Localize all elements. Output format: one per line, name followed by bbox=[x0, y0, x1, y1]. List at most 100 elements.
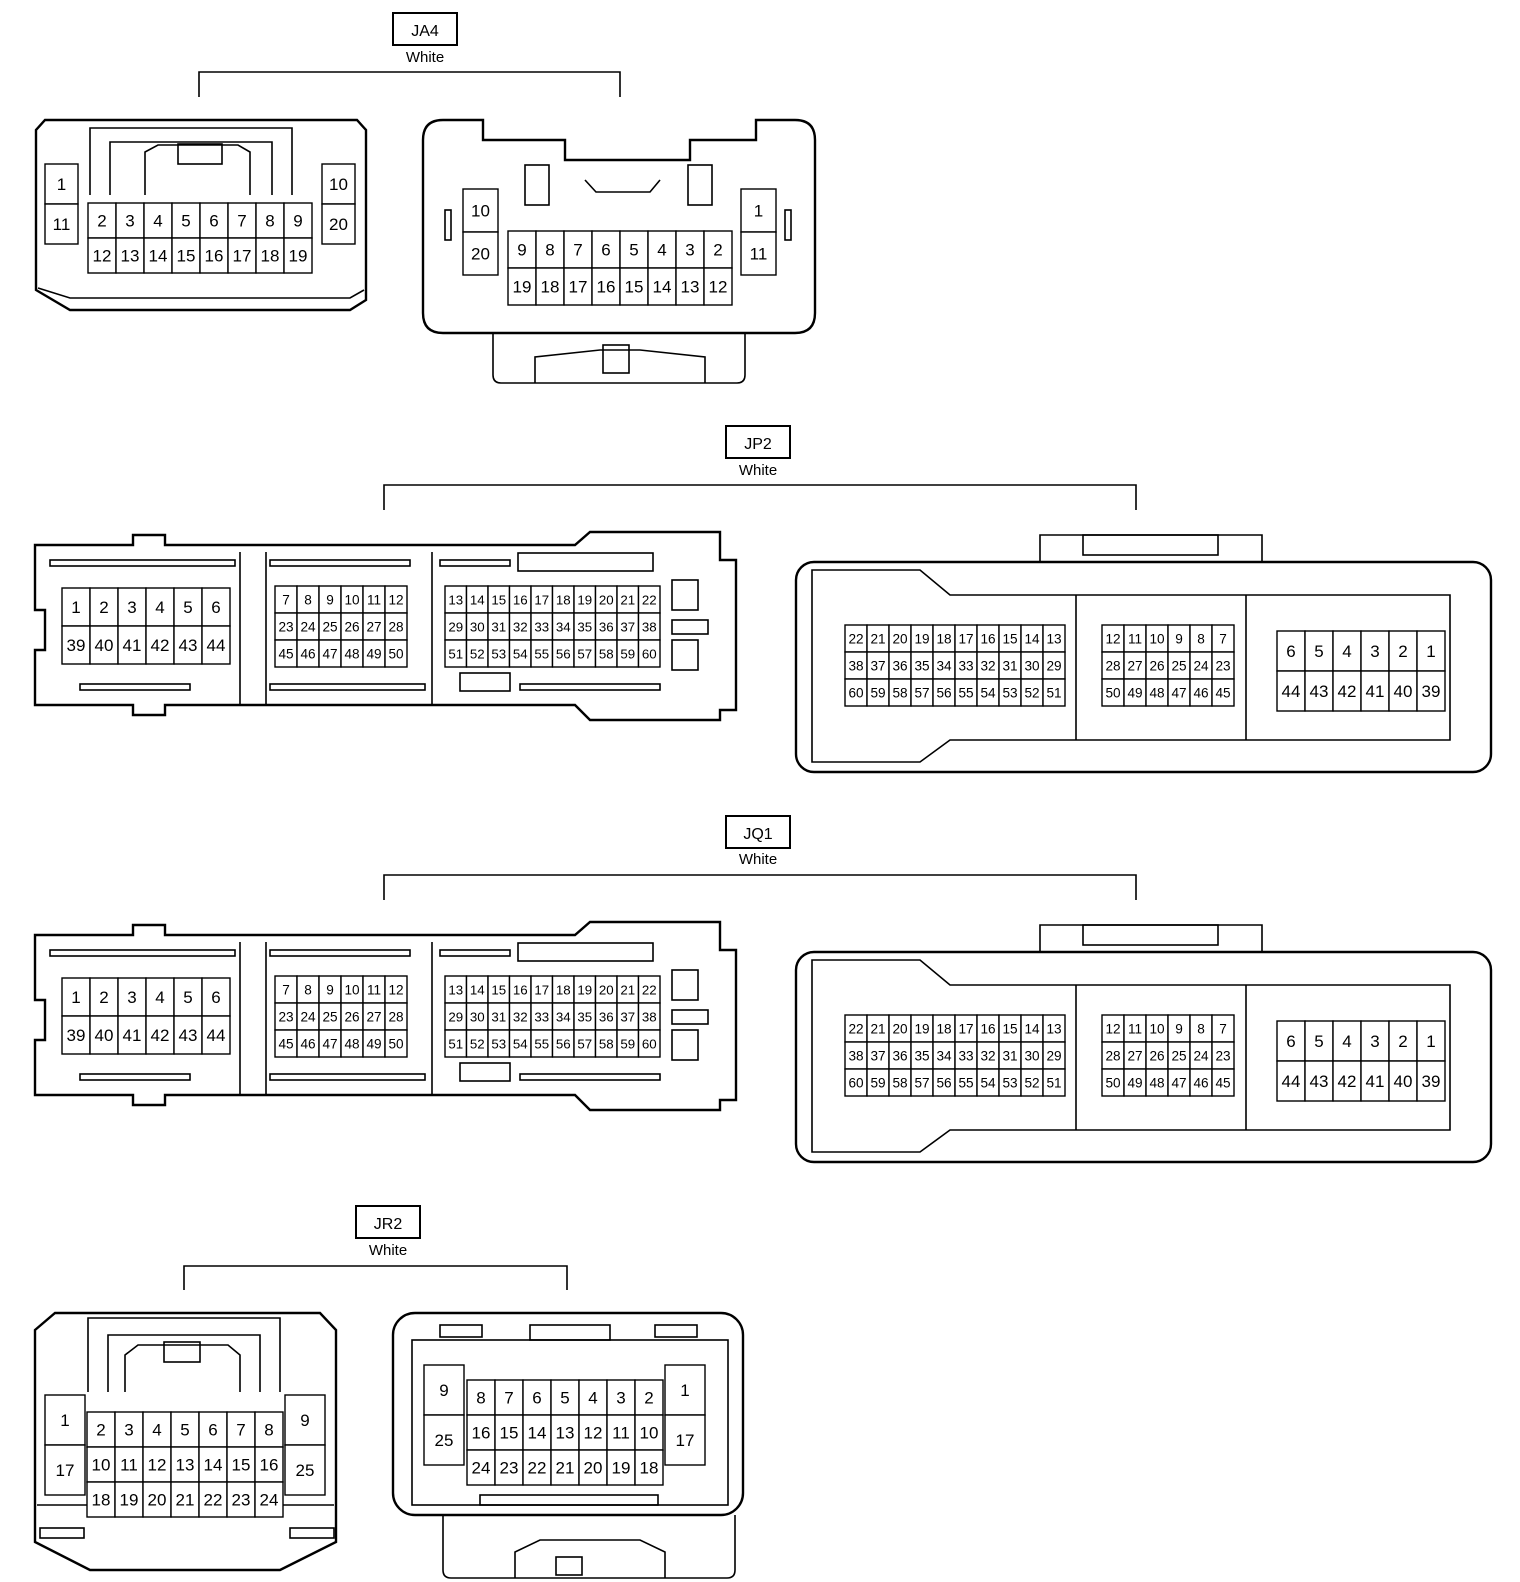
pin-number: 3 bbox=[616, 1389, 625, 1408]
pin-number: 10 bbox=[471, 202, 490, 221]
pin-number: 6 bbox=[1286, 1032, 1295, 1051]
pin-cavity bbox=[507, 230, 537, 269]
pin-number: 12 bbox=[148, 1456, 167, 1475]
pin-number: 16 bbox=[980, 1021, 995, 1036]
connector-color: White bbox=[739, 851, 777, 868]
pin-cavity bbox=[563, 230, 593, 269]
pin-number: 11 bbox=[367, 982, 381, 997]
pin-number: 51 bbox=[1046, 1075, 1061, 1090]
pin-number: 51 bbox=[1046, 685, 1061, 700]
pin-number: 22 bbox=[642, 592, 657, 607]
pin-number: 40 bbox=[1394, 682, 1413, 701]
pin-cavity bbox=[171, 202, 201, 239]
pin-cavity bbox=[117, 625, 147, 665]
housing-rail bbox=[49, 949, 236, 957]
pin-number: 34 bbox=[556, 1009, 571, 1024]
pin-cavity bbox=[494, 1449, 524, 1486]
pin-cavity bbox=[61, 587, 91, 627]
pin-number: 13 bbox=[681, 278, 700, 297]
pin-number: 7 bbox=[282, 592, 290, 607]
pin-number: 24 bbox=[1193, 1048, 1209, 1063]
pin-cavity bbox=[1276, 630, 1306, 672]
pin-number: 35 bbox=[914, 1048, 929, 1063]
connector-bracket bbox=[183, 1265, 568, 1290]
housing-rail bbox=[269, 1073, 426, 1081]
pin-cavity bbox=[466, 1414, 496, 1451]
pin-number: 59 bbox=[870, 685, 885, 700]
pin-number: 58 bbox=[892, 1075, 907, 1090]
pin-cavity bbox=[171, 237, 201, 274]
pin-number: 3 bbox=[125, 212, 134, 231]
pin-number: 45 bbox=[1215, 1075, 1230, 1090]
housing-top-tab bbox=[1039, 534, 1263, 562]
pin-number: 4 bbox=[1342, 642, 1351, 661]
pin-number: 45 bbox=[278, 646, 293, 661]
housing-rail bbox=[49, 559, 236, 567]
pin-number: 8 bbox=[1197, 1021, 1205, 1036]
pin-cavity bbox=[462, 188, 499, 233]
pin-number: 14 bbox=[149, 247, 168, 266]
pin-number: 15 bbox=[491, 592, 506, 607]
pin-number: 2 bbox=[713, 241, 722, 260]
pin-cavity bbox=[634, 1449, 664, 1486]
pin-number: 58 bbox=[599, 646, 614, 661]
pin-number: 3 bbox=[124, 1421, 133, 1440]
pin-number: 52 bbox=[1024, 685, 1039, 700]
pin-number: 46 bbox=[1193, 1075, 1208, 1090]
pin-number: 9 bbox=[517, 241, 526, 260]
pin-cavity bbox=[535, 230, 565, 269]
pin-number: 40 bbox=[95, 636, 114, 655]
pin-number: 9 bbox=[439, 1381, 448, 1400]
pin-cavity bbox=[114, 1446, 144, 1483]
housing-slot bbox=[671, 1029, 699, 1061]
pin-number: 1 bbox=[754, 202, 763, 221]
pin-number: 15 bbox=[1002, 1021, 1017, 1036]
connector-bracket bbox=[383, 484, 1137, 510]
pin-number: 25 bbox=[1171, 658, 1186, 673]
pin-number: 15 bbox=[177, 247, 196, 266]
pin-number: 9 bbox=[300, 1411, 309, 1430]
pin-number: 6 bbox=[208, 1421, 217, 1440]
pin-number: 2 bbox=[644, 1389, 653, 1408]
housing-slot bbox=[524, 164, 550, 206]
pin-number: 25 bbox=[322, 619, 337, 634]
pin-cavity bbox=[1276, 670, 1306, 712]
pin-number: 19 bbox=[577, 592, 592, 607]
pin-cavity bbox=[44, 1444, 86, 1496]
pin-number: 20 bbox=[584, 1459, 603, 1478]
pin-number: 35 bbox=[577, 619, 592, 634]
housing-slot bbox=[671, 969, 699, 1001]
pin-number: 4 bbox=[588, 1389, 597, 1408]
pin-number: 60 bbox=[848, 685, 864, 700]
pin-number: 1 bbox=[60, 1411, 69, 1430]
pin-number: 41 bbox=[1366, 1072, 1385, 1091]
pin-cavity bbox=[664, 1414, 706, 1466]
housing-rail bbox=[79, 1073, 191, 1081]
pin-number: 18 bbox=[261, 247, 280, 266]
pin-cavity bbox=[535, 267, 565, 306]
pin-number: 37 bbox=[870, 1048, 885, 1063]
pin-number: 19 bbox=[577, 982, 592, 997]
connector-id: JR2 bbox=[374, 1216, 403, 1233]
housing-rail bbox=[269, 683, 426, 691]
pin-cavity bbox=[254, 1446, 284, 1483]
pin-cavity bbox=[1416, 1020, 1446, 1062]
pin-number: 9 bbox=[326, 982, 334, 997]
pin-number: 8 bbox=[1197, 631, 1205, 646]
pin-number: 56 bbox=[556, 1036, 571, 1051]
pin-cavity bbox=[145, 625, 175, 665]
pin-number: 32 bbox=[980, 658, 995, 673]
pin-number: 51 bbox=[448, 1036, 463, 1051]
pin-cavity bbox=[142, 1411, 172, 1448]
pin-number: 3 bbox=[1370, 642, 1379, 661]
pin-number: 43 bbox=[179, 636, 198, 655]
pin-cavity bbox=[466, 1449, 496, 1486]
housing-top-tab bbox=[1039, 924, 1263, 952]
pin-number: 19 bbox=[612, 1459, 631, 1478]
pin-number: 10 bbox=[344, 592, 360, 607]
pin-number: 52 bbox=[1024, 1075, 1039, 1090]
pin-number: 52 bbox=[470, 1036, 485, 1051]
